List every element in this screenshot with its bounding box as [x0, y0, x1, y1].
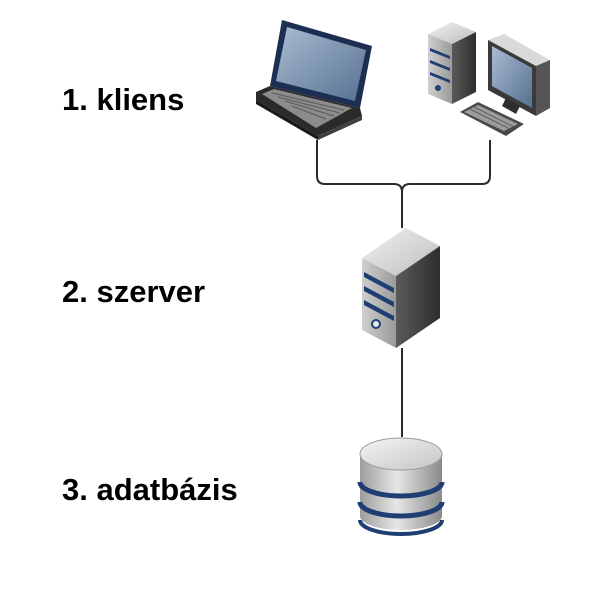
database-tier-label: 3. adatbázis [62, 472, 238, 507]
connectors [316, 140, 491, 437]
database-icon [357, 437, 445, 536]
desktop-computer-icon [428, 22, 550, 136]
desktop-connector [401, 140, 491, 193]
laptop-icon [256, 20, 372, 140]
laptop-connector [316, 140, 403, 228]
client-tier-label: 1. kliens [62, 82, 185, 117]
server-tower-icon [362, 228, 440, 348]
server-tier-label: 2. szerver [62, 274, 206, 309]
